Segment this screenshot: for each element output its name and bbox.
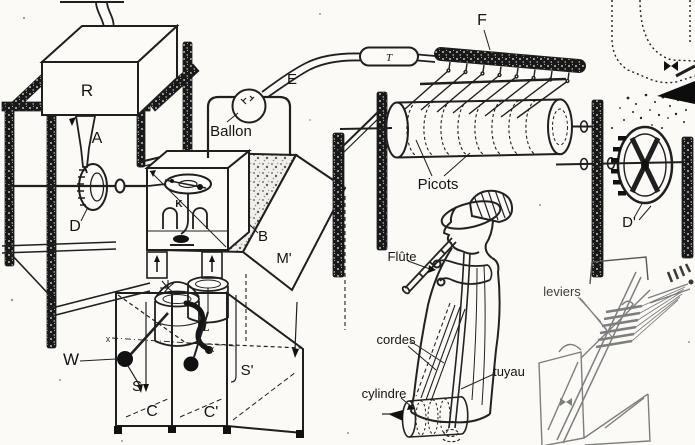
ballon-circle: [231, 88, 267, 124]
strings: [404, 70, 568, 119]
label-f: F: [477, 12, 487, 29]
valve-bowtie: [664, 61, 671, 71]
label-d-prime: D': [622, 214, 636, 231]
flute-player-figure: [382, 189, 514, 443]
label-d: D: [69, 218, 81, 235]
robe-right-edge: [489, 257, 501, 415]
cord-s-prime: [230, 295, 237, 383]
label-leviers: leviers: [543, 284, 581, 299]
label-b: B: [258, 228, 268, 245]
ratchet-wheel-d-prime: [555, 93, 694, 285]
bar-f: [434, 46, 586, 74]
section-mark-x-right: x: [210, 344, 215, 354]
label-w: W: [63, 350, 79, 369]
weight-ball-w: [117, 351, 133, 367]
ballon-assembly: [206, 88, 292, 158]
rod-ring-o: [114, 178, 126, 194]
picots-cylinder: [385, 98, 601, 177]
crank-box-k: [144, 148, 252, 253]
capsule-t: [359, 46, 419, 67]
reservoir-box-r: [39, 23, 180, 118]
label-r: R: [81, 81, 93, 100]
cord-right: [193, 311, 209, 358]
hat-crown: [468, 189, 514, 224]
ratchet-teeth: [611, 136, 626, 196]
leviers-pointers: [577, 296, 613, 338]
label-k: K: [175, 199, 183, 210]
flute-instrument: [401, 237, 457, 295]
string-rod: [419, 77, 567, 86]
section-mark-x-left: x: [106, 334, 111, 344]
weight-ball-right: [183, 356, 199, 372]
tuyau-pipe: [448, 252, 465, 429]
drive-rod: [8, 178, 148, 194]
bar-f-assembly: [261, 29, 586, 119]
label-tuyau: tuyau: [493, 364, 525, 379]
label-s: S: [132, 378, 142, 395]
ink-splatter: [611, 93, 692, 129]
arm-lower: [439, 277, 491, 285]
label-cylindre: cylindre: [362, 386, 407, 401]
label-l: L: [201, 320, 209, 334]
label-e: E: [287, 71, 297, 88]
label-picots: Picots: [418, 176, 459, 193]
label-pointers: [400, 260, 495, 410]
labels: R A D Ballon E T F Picots B M' K L W S S…: [63, 12, 636, 421]
finger-levers: [666, 263, 692, 283]
base-cylinder: [382, 396, 469, 438]
label-m-prime: M': [276, 250, 291, 267]
cordes-lines: [415, 302, 466, 402]
mid-posts: [332, 91, 393, 278]
corner-fragment: [611, 0, 695, 104]
escapement-gear-d: [77, 163, 108, 222]
label-ballon: Ballon: [210, 123, 252, 140]
label-c: C: [146, 403, 158, 420]
label-c-prime: C': [204, 404, 219, 421]
pump-right: [187, 276, 229, 324]
label-cordes: cordes: [376, 332, 416, 347]
cord-left: [130, 312, 169, 355]
weight-chest: [79, 291, 304, 438]
label-flute: Flûte: [388, 249, 417, 264]
label-t: T: [386, 52, 393, 64]
black-arrow: [657, 81, 695, 104]
pump-pipe: [183, 300, 213, 354]
label-a: A: [92, 130, 103, 147]
lever-bars: [595, 304, 643, 349]
robe-hem: [410, 411, 491, 424]
support-legs: [47, 251, 223, 318]
label-s-prime: S': [241, 362, 254, 379]
hat-brim: [440, 200, 502, 230]
levers-mechanism: [538, 263, 694, 445]
